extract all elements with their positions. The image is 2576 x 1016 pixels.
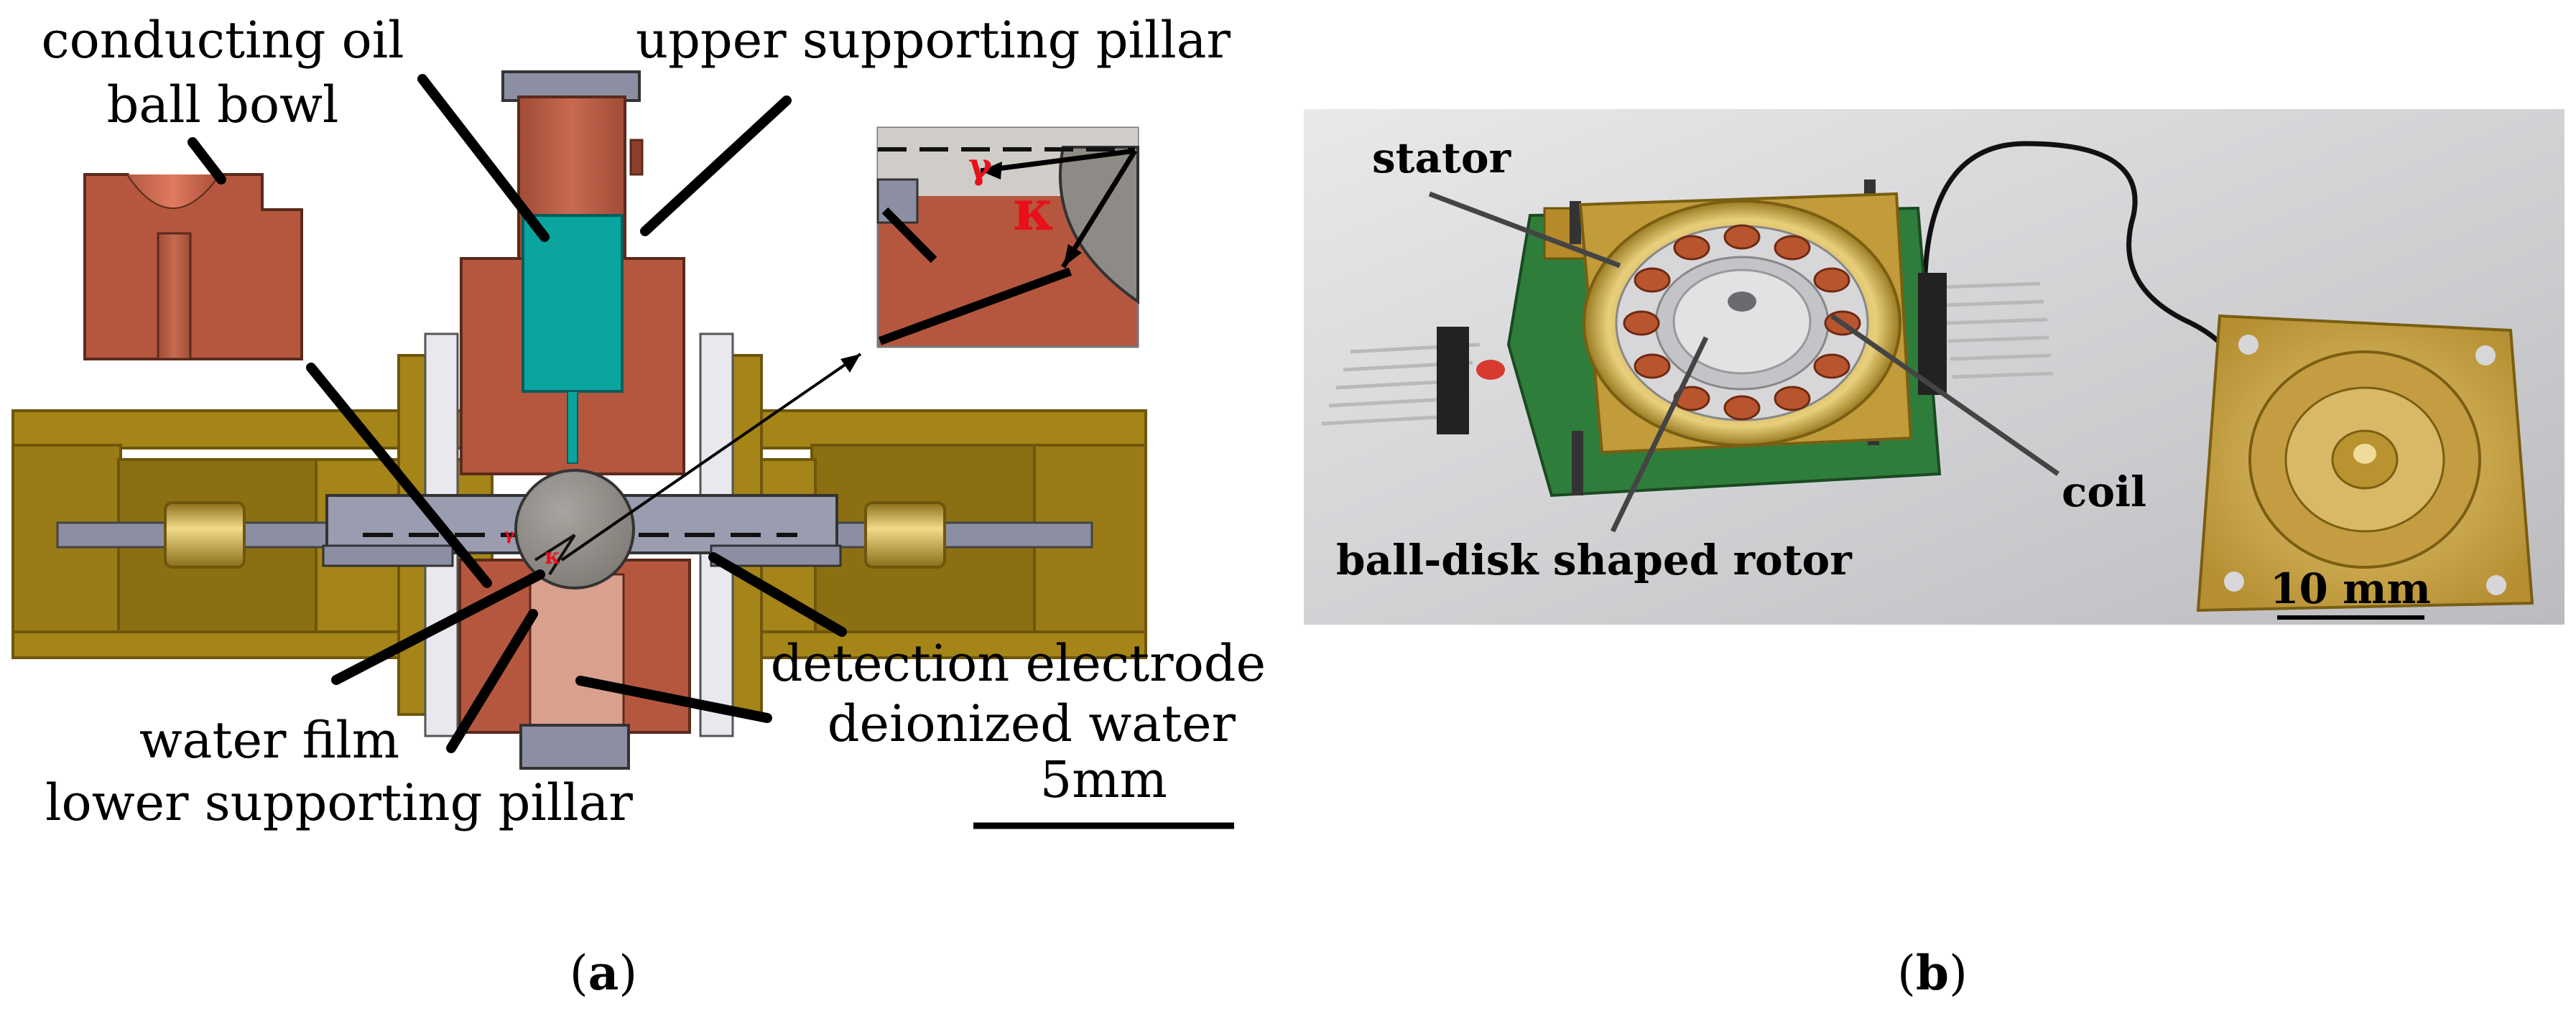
label-lower-pillar: lower supporting pillar	[45, 773, 633, 832]
kappa-symbol-inset: κ	[1013, 178, 1055, 243]
conducting-oil-chamber	[522, 214, 624, 393]
gamma-symbol-inset: γ	[968, 144, 993, 187]
gamma-symbol-ball: γ	[504, 526, 515, 544]
label-scale-10mm: 10 mm	[2270, 564, 2431, 613]
left-pins	[1321, 327, 1505, 434]
right-housing	[717, 409, 1147, 659]
rotor	[1672, 269, 1812, 375]
svg-text:(a): (a)	[570, 945, 637, 1001]
photo-leader-lines	[1428, 191, 2060, 533]
label-upper-pillar: upper supporting pillar	[636, 11, 1231, 70]
lower-pillar	[458, 559, 691, 770]
panel-a-diagram	[11, 70, 1234, 829]
ball	[514, 469, 635, 589]
upper-pillar	[460, 70, 685, 475]
label-stator: stator	[1372, 134, 1512, 182]
zoom-inset	[876, 126, 1139, 348]
zoom-pointer-line	[560, 353, 862, 561]
label-scale-5mm: 5mm	[1040, 750, 1167, 809]
right-pins	[1918, 273, 2054, 395]
leader-lines	[187, 74, 847, 753]
label-rotor: ball-disk shaped rotor	[1336, 536, 1853, 584]
gold-plate	[2196, 314, 2534, 612]
label-water-film: water film	[139, 711, 399, 770]
label-ball-bowl: ball bowl	[107, 75, 339, 134]
rotor-ball	[1728, 292, 1756, 312]
kappa-symbol-ball: κ	[545, 544, 561, 569]
panel-b-photo	[1304, 109, 2565, 625]
svg-text:(b): (b)	[1897, 945, 1968, 1001]
left-electrode-plate	[322, 544, 454, 567]
left-roller	[164, 501, 246, 569]
label-coil: coil	[2062, 467, 2146, 516]
ball-bowl-part	[83, 173, 303, 360]
caption-b: (b)	[1897, 945, 1968, 1001]
label-deionized-water: deionized water	[828, 694, 1236, 753]
label-detection-electrode: detection electrode	[771, 634, 1266, 693]
right-roller	[864, 501, 946, 569]
label-conducting-oil: conducting oil	[41, 11, 404, 70]
coils	[1623, 224, 1861, 421]
caption-a: (a)	[570, 945, 637, 1001]
